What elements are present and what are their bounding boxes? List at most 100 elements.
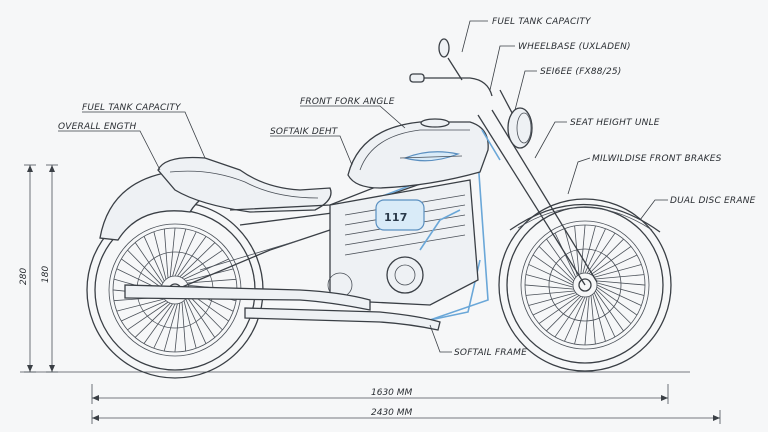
wheel-spoke: [596, 280, 646, 286]
leader-lines: [58, 20, 668, 353]
label-seat-height: SEAT HEIGHT UNLE: [570, 118, 660, 128]
wheel-spoke: [185, 298, 207, 344]
wheel-spoke: [153, 303, 176, 349]
engine-badge: 117: [384, 211, 408, 224]
front-brake-disc: [548, 248, 622, 322]
wheel-spoke: [169, 227, 176, 277]
wheel-spoke: [121, 300, 167, 322]
handlebar-grip: [409, 73, 425, 83]
label-overall-length: OVERALL ENGTH: [58, 122, 137, 132]
wheel-spoke: [143, 236, 165, 282]
height-inner-text: 180: [41, 266, 51, 283]
wheel-spoke: [121, 258, 162, 288]
front-fender: [509, 203, 661, 233]
wheel-spoke: [532, 293, 578, 316]
wheel-spoke: [564, 296, 586, 342]
front-wheel: [498, 198, 672, 372]
headlamp: [507, 107, 533, 149]
fuel-cap: [420, 118, 450, 128]
overall-length-dimension: [91, 410, 721, 424]
wheel-spoke: [181, 249, 223, 279]
wheel-spoke: [186, 296, 216, 338]
wheel-spoke: [183, 258, 229, 280]
wheel-spoke: [595, 274, 645, 280]
wheel-spoke: [174, 231, 197, 277]
wheel-spoke: [595, 290, 624, 332]
wheel-spoke: [574, 225, 580, 275]
wheel-spoke: [525, 274, 574, 288]
mirror: [438, 38, 450, 58]
wheel-spoke: [593, 292, 616, 338]
wheel-spoke: [588, 238, 624, 275]
wheel-spoke: [584, 228, 606, 274]
wheel-spoke: [574, 296, 588, 345]
wheel-spoke: [183, 300, 197, 349]
wheel-spoke: [592, 254, 638, 277]
wheel-spoke: [187, 278, 237, 284]
wheel-spoke: [127, 301, 169, 331]
wheel-spoke: [163, 303, 178, 352]
wheel-spoke: [554, 296, 584, 338]
label-fuel-tank-capacity-left: FUEL TANK CAPACITY: [82, 103, 182, 113]
wheel-spoke: [174, 303, 181, 353]
wheel-spoke: [172, 228, 187, 277]
wheel-spoke: [163, 228, 169, 278]
overall-length-text: 2430 MM: [371, 408, 413, 418]
label-front-fork-angle: FRONT FORK ANGLE: [300, 97, 395, 107]
wheel-spoke: [127, 249, 163, 286]
label-dual-disc: DUAL DISC ERANE: [670, 196, 756, 206]
wheel-spoke: [134, 302, 171, 338]
height-dimension-outer: [24, 164, 36, 373]
wheel-spoke: [595, 288, 632, 324]
wheel-spoke: [592, 294, 606, 342]
label-softail-deht: SOFTAIK DEHT: [270, 127, 339, 137]
rear-wheel: [86, 201, 264, 379]
label-softail-frame: SOFTAIL FRAME: [454, 348, 527, 358]
wheelbase-dimension: [91, 384, 669, 404]
wheel-spoke: [590, 246, 632, 275]
front-fork: [477, 89, 598, 286]
wheelbase-length-text: 1630 MM: [371, 388, 413, 398]
wheel-spoke: [564, 228, 578, 276]
wheel-spoke: [538, 295, 580, 324]
seat: [157, 156, 332, 213]
wheel-spoke: [143, 303, 173, 344]
label-fuel-tank-capacity-top: FUEL TANK CAPACITY: [492, 17, 592, 27]
wheel-spoke: [116, 298, 165, 312]
wheel-spoke: [596, 282, 645, 296]
wheel-spoke: [134, 242, 164, 284]
fuel-tank: [347, 118, 489, 189]
wheel-spoke: [528, 264, 574, 286]
label-front-brakes: MILWILDISE FRONT BRAKES: [592, 154, 722, 164]
height-dimension-inner: [46, 164, 58, 373]
crankcase-cover: [386, 256, 424, 294]
wheel-spoke: [153, 231, 167, 280]
wheel-spoke: [594, 264, 642, 278]
wheel-spoke: [546, 238, 575, 280]
label-seat-code: SEI6EE (FX88/25): [540, 67, 622, 77]
wheel-spoke: [586, 232, 616, 274]
wheel-spoke: [187, 294, 223, 331]
wheel-spoke: [532, 254, 574, 284]
wheel-spoke: [546, 295, 582, 332]
wheel-spoke: [177, 236, 207, 277]
wheel-spoke: [538, 246, 575, 282]
wheel-spoke: [580, 224, 586, 274]
wheel-spoke: [596, 284, 642, 306]
wheel-spoke: [524, 284, 574, 290]
label-wheelbase: WHEELBASE (UXLADEN): [518, 42, 631, 52]
air-cleaner-cover: [375, 199, 425, 231]
exhaust: [124, 284, 441, 331]
height-outer-text: 280: [19, 268, 29, 285]
wheel-spoke: [584, 296, 590, 346]
wheel-spoke: [179, 242, 216, 278]
wheel-spoke: [590, 295, 596, 345]
wheel-spoke: [181, 302, 187, 352]
tank-emblem: [403, 151, 461, 162]
engine: 117: [327, 179, 479, 306]
wheel-spoke: [525, 290, 575, 296]
handlebar: [409, 38, 493, 97]
wheel-spoke: [528, 292, 576, 306]
